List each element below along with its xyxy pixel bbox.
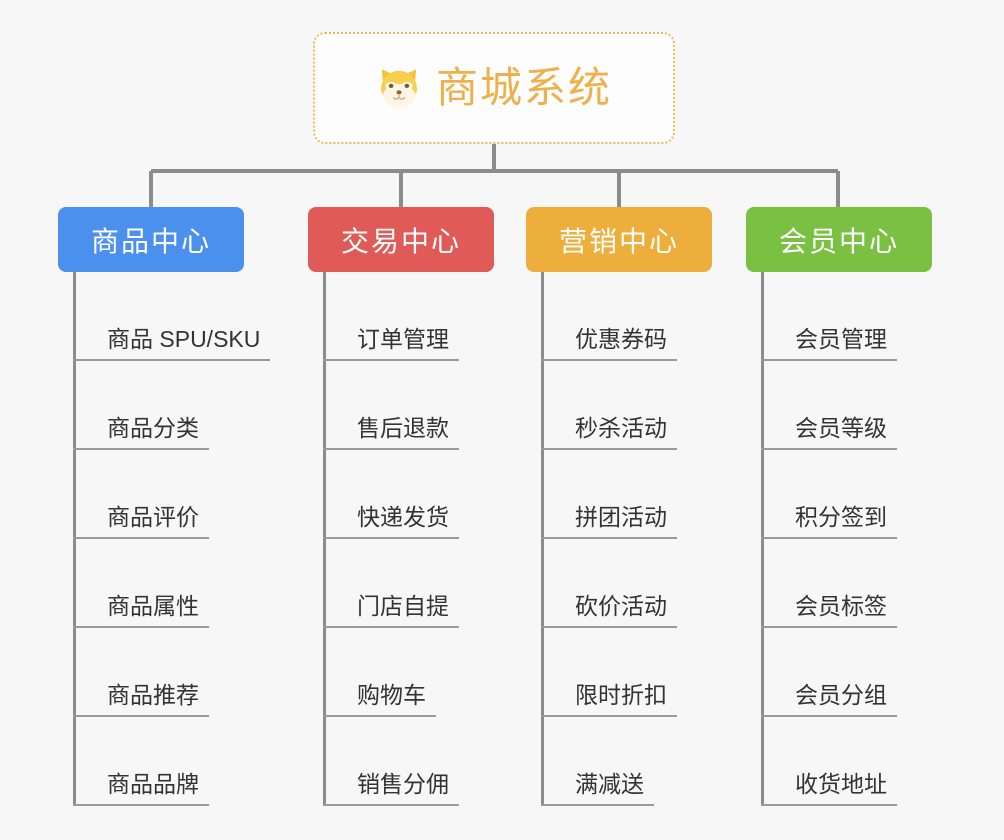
leaf-label: 会员分组 <box>761 684 897 717</box>
leaf-label: 会员标签 <box>761 595 897 628</box>
branch-header-0[interactable]: 商品中心 <box>58 207 244 272</box>
branch-spine-2 <box>541 272 544 806</box>
branch-column-3: 会员中心 会员管理 会员等级 积分签到 会员标签 会员分组 收货地址 <box>746 207 932 806</box>
leaf-label: 砍价活动 <box>541 595 677 628</box>
leaf-node[interactable]: 满减送 <box>541 717 712 806</box>
leaf-label: 商品属性 <box>73 595 209 628</box>
dog-face-icon <box>381 69 417 109</box>
leaf-node[interactable]: 会员管理 <box>761 272 932 361</box>
leaf-node[interactable]: 商品评价 <box>73 450 244 539</box>
branch-spine-3 <box>761 272 764 806</box>
branch-header-2[interactable]: 营销中心 <box>526 207 712 272</box>
leaf-node[interactable]: 门店自提 <box>323 539 494 628</box>
leaf-node[interactable]: 商品品牌 <box>73 717 244 806</box>
leaf-node[interactable]: 销售分佣 <box>323 717 494 806</box>
branch-column-2: 营销中心 优惠券码 秒杀活动 拼团活动 砍价活动 限时折扣 满减送 <box>526 207 712 806</box>
branch-label-2: 营销中心 <box>558 225 679 257</box>
leaf-label: 门店自提 <box>323 595 459 628</box>
leaf-label: 会员等级 <box>761 417 897 450</box>
root-title: 商城系统 <box>435 64 612 111</box>
branch-spine-1 <box>323 272 326 806</box>
leaf-node[interactable]: 购物车 <box>323 628 494 717</box>
branch-items-3: 会员管理 会员等级 积分签到 会员标签 会员分组 收货地址 <box>746 272 932 806</box>
branch-header-1[interactable]: 交易中心 <box>308 207 494 272</box>
leaf-label: 购物车 <box>323 684 436 717</box>
leaf-label: 会员管理 <box>761 328 897 361</box>
branch-items-0: 商品 SPU/SKU 商品分类 商品评价 商品属性 商品推荐 商品品牌 <box>58 272 271 806</box>
leaf-node[interactable]: 秒杀活动 <box>541 361 712 450</box>
leaf-label: 优惠券码 <box>541 328 677 361</box>
leaf-node[interactable]: 商品属性 <box>73 539 244 628</box>
branch-label-3: 会员中心 <box>778 225 899 257</box>
branch-header-3[interactable]: 会员中心 <box>746 207 932 272</box>
leaf-label: 商品品牌 <box>73 773 209 806</box>
leaf-node[interactable]: 售后退款 <box>323 361 494 450</box>
leaf-node[interactable]: 商品 SPU/SKU <box>73 272 271 361</box>
leaf-label: 商品推荐 <box>73 684 209 717</box>
leaf-node[interactable]: 商品分类 <box>73 361 244 450</box>
branch-column-0: 商品中心 商品 SPU/SKU 商品分类 商品评价 商品属性 商品推荐 商品品牌 <box>58 207 271 806</box>
leaf-label: 拼团活动 <box>541 506 677 539</box>
leaf-label: 订单管理 <box>323 328 459 361</box>
leaf-label: 秒杀活动 <box>541 417 677 450</box>
leaf-node[interactable]: 优惠券码 <box>541 272 712 361</box>
leaf-node[interactable]: 会员分组 <box>761 628 932 717</box>
branch-spine-0 <box>73 272 76 806</box>
branch-items-1: 订单管理 售后退款 快递发货 门店自提 购物车 销售分佣 <box>308 272 494 806</box>
leaf-node[interactable]: 商品推荐 <box>73 628 244 717</box>
leaf-node[interactable]: 会员标签 <box>761 539 932 628</box>
leaf-node[interactable]: 会员等级 <box>761 361 932 450</box>
leaf-node[interactable]: 拼团活动 <box>541 450 712 539</box>
leaf-label: 满减送 <box>541 773 654 806</box>
leaf-label: 商品评价 <box>73 506 209 539</box>
leaf-label: 销售分佣 <box>323 773 459 806</box>
branch-label-0: 商品中心 <box>90 225 211 257</box>
leaf-label: 售后退款 <box>323 417 459 450</box>
leaf-label: 快递发货 <box>323 506 459 539</box>
leaf-node[interactable]: 快递发货 <box>323 450 494 539</box>
leaf-node[interactable]: 砍价活动 <box>541 539 712 628</box>
leaf-node[interactable]: 积分签到 <box>761 450 932 539</box>
leaf-node[interactable]: 限时折扣 <box>541 628 712 717</box>
leaf-node[interactable]: 订单管理 <box>323 272 494 361</box>
branch-column-1: 交易中心 订单管理 售后退款 快递发货 门店自提 购物车 销售分佣 <box>308 207 494 806</box>
leaf-label: 积分签到 <box>761 506 897 539</box>
leaf-label: 限时折扣 <box>541 684 677 717</box>
leaf-label: 商品分类 <box>73 417 209 450</box>
leaf-label: 收货地址 <box>761 773 897 806</box>
leaf-node[interactable]: 收货地址 <box>761 717 932 806</box>
root-node[interactable]: 商城系统 <box>313 32 675 144</box>
branch-label-1: 交易中心 <box>340 225 461 257</box>
leaf-label: 商品 SPU/SKU <box>73 328 271 361</box>
branch-items-2: 优惠券码 秒杀活动 拼团活动 砍价活动 限时折扣 满减送 <box>526 272 712 806</box>
